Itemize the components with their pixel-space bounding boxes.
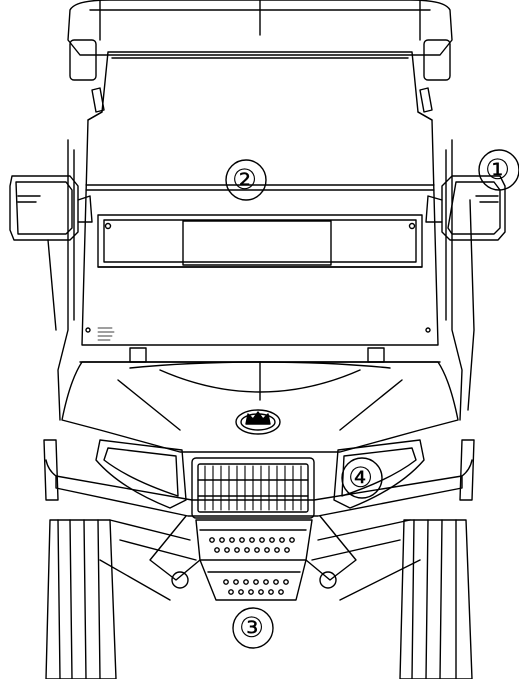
tire-right [399,439,475,679]
crown-emblem-icon [235,409,281,435]
mirror-right [425,175,506,241]
callout-3: ③ [239,611,265,644]
headlight-left [95,439,187,509]
callout-2: ② [232,163,258,196]
sticker-label [97,327,115,341]
callout-2-circle [225,159,267,201]
roof-canopy [67,0,453,81]
callout-3-circle [232,607,274,649]
mirror-left [9,175,93,241]
bolt [85,327,91,333]
clip-left [129,347,147,363]
bolt [425,327,431,333]
plate-frame [97,214,423,268]
front-grille [191,457,315,519]
windshield [81,51,439,346]
bumper [45,459,473,601]
side-body [47,139,475,421]
hood [61,361,459,453]
callout-4-circle [341,457,383,499]
callout-1: ① [485,153,511,186]
skid-plate-holes-upper [209,537,295,553]
callout-1-circle [478,149,519,191]
tire-left [43,439,117,679]
clip-right [367,347,385,363]
callout-4: ④ [348,461,374,494]
skid-plate-holes-lower [223,579,289,595]
